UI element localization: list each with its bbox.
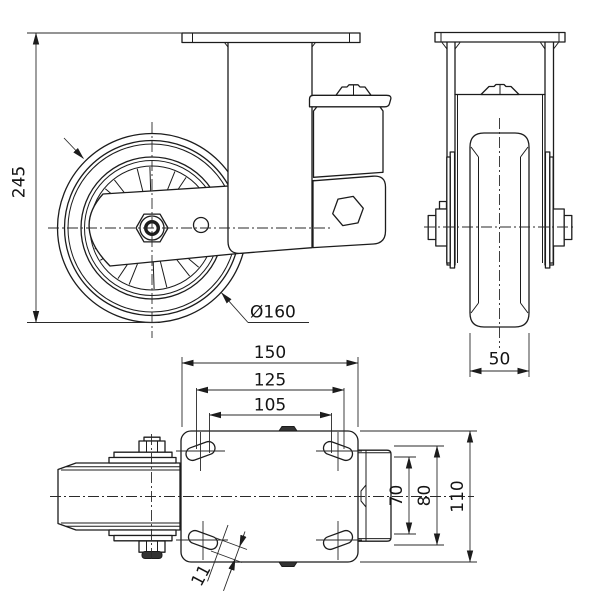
plate-tab-bottom — [278, 561, 298, 567]
spring-bracket — [312, 175, 387, 249]
wheel-side — [469, 132, 530, 328]
dim-105-label: 105 — [254, 396, 286, 416]
dim-80: 80 — [394, 445, 444, 546]
mounting-plate-side — [434, 31, 566, 43]
dim-70: 70 — [387, 456, 416, 535]
spring-cap — [308, 94, 392, 108]
dim-height: 245 — [10, 32, 182, 323]
dim-110-label: 110 — [448, 480, 468, 512]
axle-plan — [108, 436, 177, 559]
swivel-column — [227, 41, 313, 254]
dim-wheel-width: 50 — [469, 333, 530, 377]
dim-80-label: 80 — [415, 485, 435, 507]
dim-wheel-diameter: Ø160 — [221, 292, 309, 323]
axle-hardware — [427, 151, 573, 269]
wheel-plan — [57, 462, 181, 531]
bolt-slots — [176, 432, 362, 560]
bracket-hex-hole — [332, 195, 364, 227]
dim-plate-depth: 110 — [360, 430, 477, 563]
side-view — [424, 31, 576, 348]
mounting-plate-front — [181, 32, 361, 44]
dim-11-label: 11 — [188, 561, 216, 589]
dim-105: 105 — [209, 396, 332, 453]
dim-150-label: 150 — [254, 343, 286, 363]
dim-70-label: 70 — [387, 485, 407, 507]
dim-125-label: 125 — [254, 371, 286, 391]
dim-245-label: 245 — [10, 166, 30, 198]
front-view — [48, 32, 392, 338]
tire-arrow — [63, 137, 84, 159]
spring-housing — [308, 84, 392, 178]
plate-tab-top — [278, 426, 298, 432]
dim-160-label: Ø160 — [250, 303, 296, 323]
plan-view — [50, 426, 474, 567]
arm-hole — [192, 216, 210, 234]
bracket-plan — [357, 449, 392, 542]
dim-plate-width: 150 — [181, 343, 359, 427]
dim-125: 125 — [196, 371, 345, 449]
dim-50-label: 50 — [489, 350, 511, 370]
